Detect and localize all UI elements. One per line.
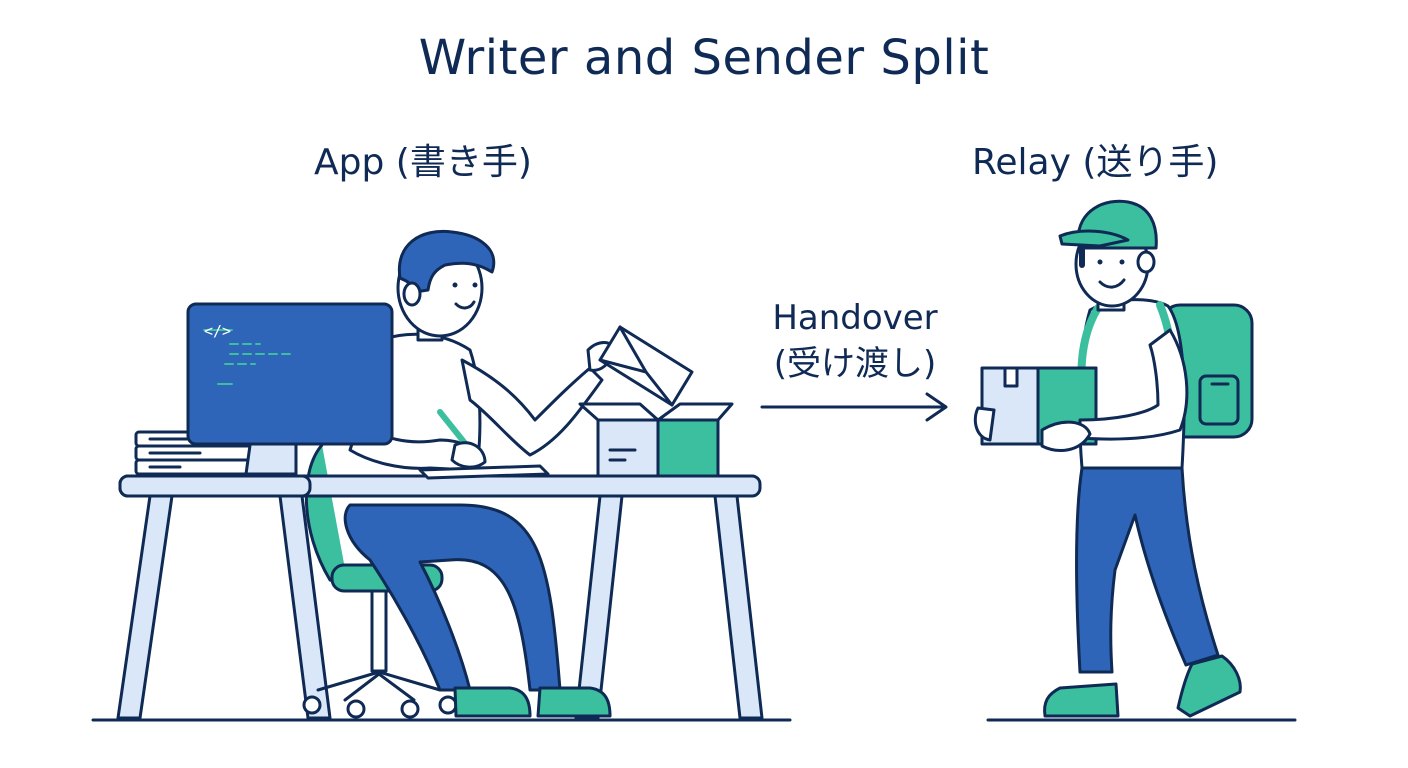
handover-label-en: Handover [772, 298, 938, 338]
handover-label: Handover (受け渡し) [735, 295, 975, 387]
screen-code-glyph: </> [204, 322, 231, 340]
diagram-title: Writer and Sender Split [418, 30, 990, 86]
writer-shoe-right [536, 686, 612, 718]
carried-box-icon [980, 366, 1098, 446]
writer-trousers [343, 503, 562, 692]
sender-hand-right [1040, 420, 1092, 452]
sender-figure [973, 199, 1254, 718]
writer-head [396, 229, 496, 342]
envelope-icon [598, 325, 694, 407]
writer-figure: </> [116, 229, 764, 720]
handover-label-ja: (受け渡し) [773, 344, 937, 384]
sender-shoe-left [1043, 682, 1120, 718]
notebook-icon [418, 464, 550, 480]
desk-legs [116, 494, 764, 720]
sender-label: Relay (送り手) [972, 142, 1219, 183]
writer-hand-writing [450, 441, 487, 469]
writer-arm-up [460, 358, 604, 457]
handover-arrow-icon [760, 392, 948, 422]
sender-shoe-right [1176, 654, 1242, 718]
writer-shoe-left [453, 686, 532, 718]
writer-label: App (書き手) [314, 142, 532, 183]
monitor-icon [186, 302, 394, 476]
sender-head [1058, 199, 1158, 312]
sender-trousers [1075, 466, 1220, 674]
open-box-icon [578, 402, 734, 478]
sender-hand-left [973, 406, 996, 442]
